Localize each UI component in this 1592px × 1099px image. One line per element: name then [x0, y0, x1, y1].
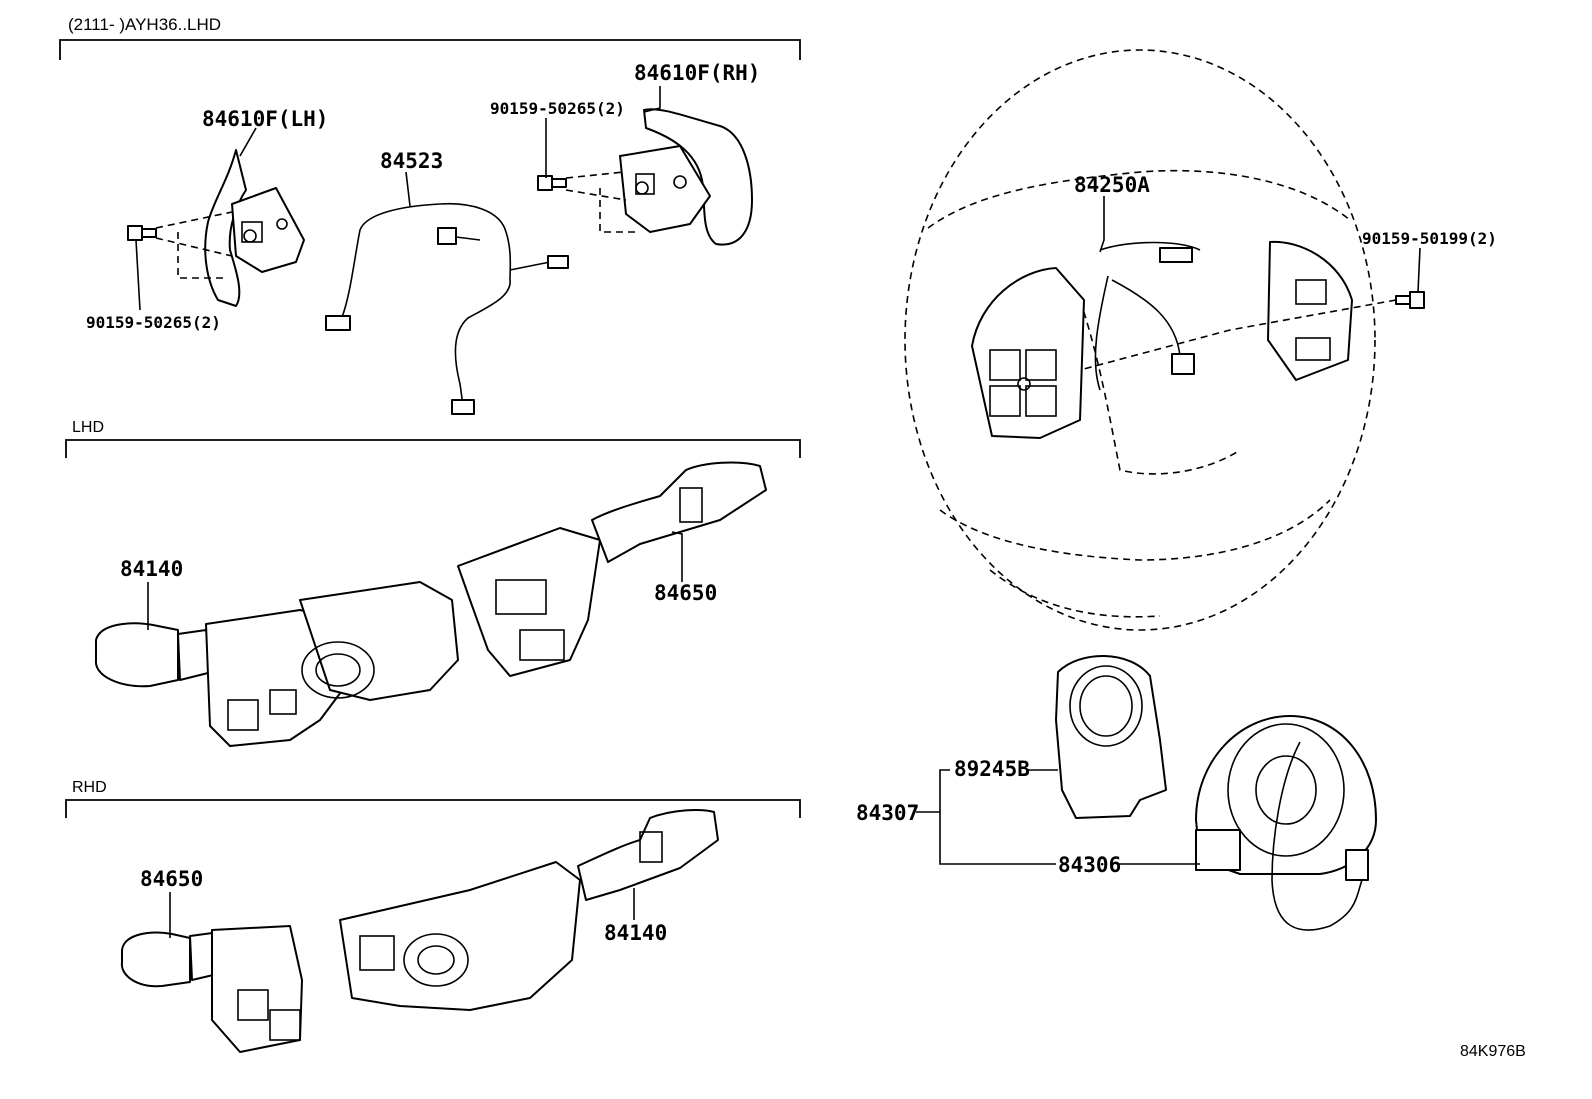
top-section-header: (2111- )AYH36..LHD — [68, 15, 221, 34]
lhd-turn-signal-switch — [94, 581, 459, 747]
screw-steering — [1395, 291, 1425, 309]
spiral-cable — [1195, 715, 1377, 931]
label-screw-top: 90159-50265(2) — [490, 99, 625, 118]
leader-spiral-assy — [939, 769, 1056, 865]
steering-angle-sensor — [1055, 655, 1167, 819]
leader-screw-right — [1417, 247, 1421, 293]
rhd-wiper-switch — [120, 925, 303, 1053]
screw-lh — [127, 225, 157, 241]
lhd-section-header: LHD — [72, 419, 104, 436]
label-lhd-turn-switch: 84140 — [120, 557, 183, 581]
label-spiral-assy: 84307 — [856, 801, 919, 825]
illustration-code: 84K976B — [1460, 1043, 1526, 1060]
rhd-section-bracket — [65, 799, 801, 818]
rhd-section-header: RHD — [72, 779, 107, 796]
screw-rh-dash — [565, 171, 638, 233]
leader-steering-switch — [1099, 196, 1105, 253]
leader-screw-left — [135, 239, 141, 311]
lhd-wiper-switch — [457, 461, 767, 677]
label-screw-right: 90159-50199(2) — [1362, 229, 1497, 248]
lhd-section-bracket — [65, 439, 801, 458]
label-paddle-lh: 84610F(LH) — [202, 107, 328, 131]
steering-wheel-switch-assy — [971, 240, 1353, 439]
screw-steering-dash — [1079, 299, 1397, 371]
rhd-turn-signal-switch — [339, 809, 719, 1011]
paddle-shifter-lh — [204, 149, 305, 307]
label-steering-sensor: 89245B — [954, 757, 1030, 781]
top-section-bracket — [59, 39, 801, 60]
label-steering-switch: 84250A — [1074, 173, 1150, 197]
wire-harness — [325, 202, 569, 415]
screw-lh-dash — [155, 211, 233, 279]
label-screw-left: 90159-50265(2) — [86, 313, 221, 332]
leader-paddle-lh — [239, 127, 257, 157]
leader-lhd-wiper — [671, 531, 683, 582]
paddle-shifter-rh — [619, 108, 753, 246]
label-rhd-wiper-switch: 84650 — [140, 867, 203, 891]
label-rhd-turn-switch: 84140 — [604, 921, 667, 945]
screw-rh — [537, 175, 567, 191]
label-paddle-rh: 84610F(RH) — [634, 61, 760, 85]
label-wire-harness: 84523 — [380, 149, 443, 173]
label-lhd-wiper-switch: 84650 — [654, 581, 717, 605]
leader-paddle-rh — [643, 86, 661, 113]
label-spiral-cable: 84306 — [1058, 853, 1121, 877]
leader-wire-harness — [405, 171, 411, 207]
